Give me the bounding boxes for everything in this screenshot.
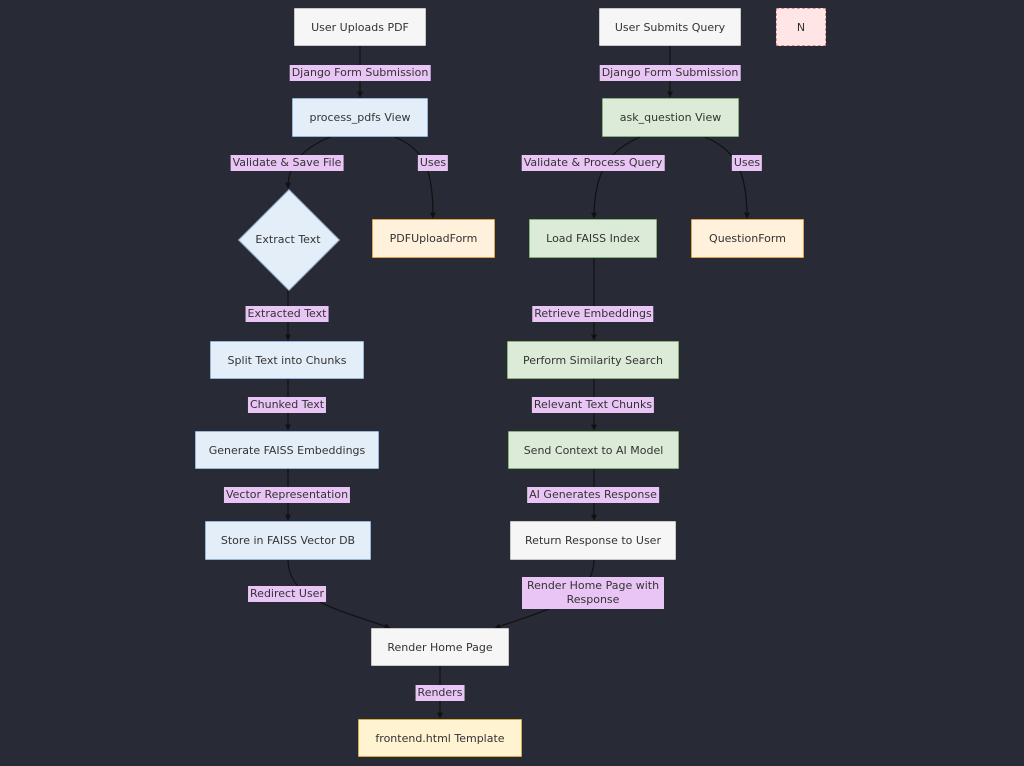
node-perform-similarity-search: Perform Similarity Search [507,341,679,379]
node-user-submits-query: User Submits Query [599,8,741,46]
edge-label-extracted-text: Extracted Text [245,306,329,322]
edge-label-relevant-chunks: Relevant Text Chunks [531,397,655,413]
edge-ask-to-load [591,136,641,219]
node-render-home-page: Render Home Page [371,628,509,666]
node-legend-n: N [776,8,826,46]
edge-label-chunked-text: Chunked Text [247,397,327,413]
edge-label-ai-generates-response: AI Generates Response [527,487,659,503]
node-load-faiss-index: Load FAISS Index [529,219,657,258]
node-split-text-into-chunks: Split Text into Chunks [210,341,364,379]
node-send-context-to-ai: Send Context to AI Model [508,431,679,469]
node-frontend-html-template: frontend.html Template [358,719,522,757]
edge-label-retrieve-embeddings: Retrieve Embeddings [532,306,654,322]
edge-label-form-submit-right: Django Form Submission [599,65,741,81]
edge-label-vector-representation: Vector Representation [223,487,351,503]
node-extract-text-label: Extract Text [255,232,321,246]
node-pdf-upload-form: PDFUploadForm [372,219,495,258]
node-user-uploads-pdf: User Uploads PDF [294,8,426,46]
node-store-in-faiss-vector-db: Store in FAISS Vector DB [205,521,371,560]
node-generate-faiss-embeddings: Generate FAISS Embeddings [195,431,379,469]
node-return-response-to-user: Return Response to User [510,521,676,560]
node-ask-question-view: ask_question View [602,98,739,137]
edge-label-renders: Renders [415,685,465,701]
edge-label-uses-left: Uses [417,155,449,171]
node-process-pdfs-view: process_pdfs View [292,98,428,137]
edge-label-redirect-user: Redirect User [248,586,326,602]
edge-label-form-submit-left: Django Form Submission [289,65,431,81]
edge-label-render-with-response: Render Home Page with Response [522,577,664,609]
edge-ask-to-questionform [704,136,750,219]
edge-label-uses-right: Uses [731,155,763,171]
edge-label-validate-query: Validate & Process Query [521,155,665,171]
node-question-form: QuestionForm [691,219,804,258]
edge-store-to-render [287,559,391,629]
edge-label-validate-save: Validate & Save File [230,155,344,171]
edge-process-to-pdfform [394,136,436,219]
node-extract-text: Extract Text [238,189,340,291]
